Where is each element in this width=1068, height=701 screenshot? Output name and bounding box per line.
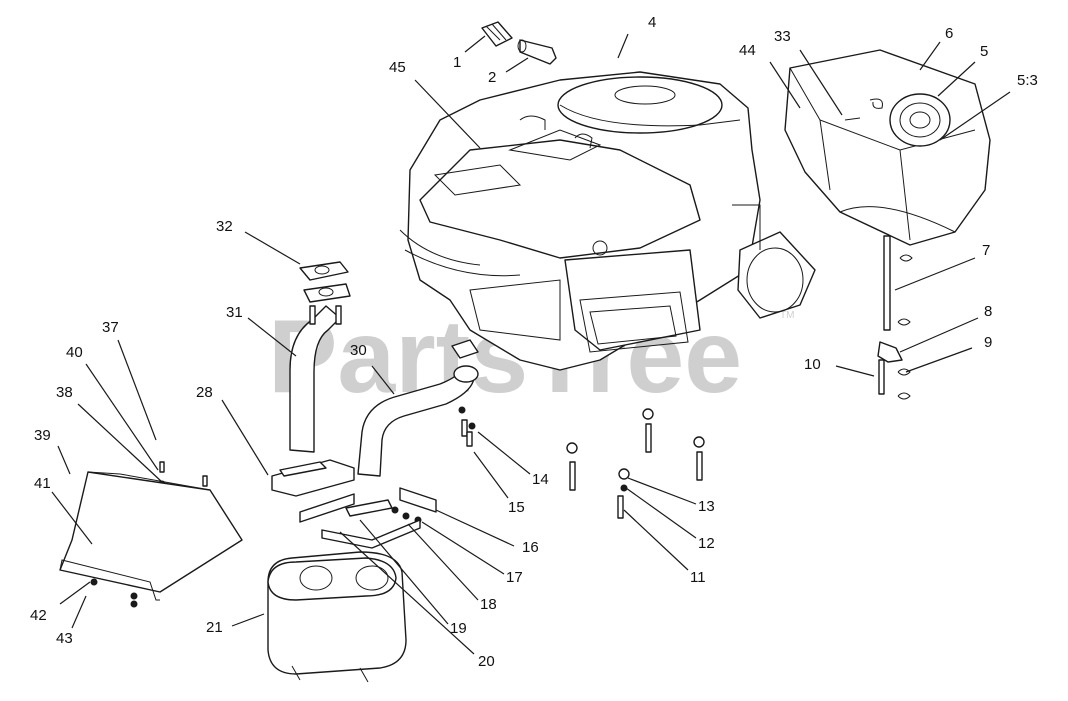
callout-32: 32	[216, 218, 233, 235]
callout-21: 21	[206, 619, 223, 636]
callout-33: 33	[774, 28, 791, 45]
callout-40: 40	[66, 344, 83, 361]
fuel-tank[interactable]	[784, 49, 991, 246]
callout-5-3: 5:3	[1017, 72, 1038, 89]
muffler-bracket-16[interactable]	[321, 487, 437, 549]
callout-7: 7	[982, 242, 990, 259]
hose-clamps-9[interactable]	[897, 254, 913, 400]
callout-5: 5	[980, 43, 988, 60]
muffler-bracket-28[interactable]	[271, 459, 355, 523]
heat-shield-39[interactable]	[59, 471, 243, 601]
callout-6: 6	[945, 25, 953, 42]
callout-9: 9	[984, 334, 992, 351]
bolts[interactable]	[95, 305, 703, 557]
callout-19: 19	[450, 620, 467, 637]
fitting-2[interactable]	[517, 39, 557, 65]
callout-14: 14	[532, 471, 549, 488]
fuel-line-10[interactable]	[878, 359, 885, 395]
callout-30: 30	[350, 342, 367, 359]
callout-45: 45	[389, 59, 406, 76]
callout-4: 4	[648, 14, 656, 31]
leader-lines	[51, 33, 1011, 655]
callout-16: 16	[522, 539, 539, 556]
callout-38: 38	[56, 384, 73, 401]
gasket-32[interactable]	[299, 261, 351, 303]
callout-10: 10	[804, 356, 821, 373]
callout-2: 2	[488, 69, 496, 86]
callout-39: 39	[34, 427, 51, 444]
fuel-filter-8[interactable]	[877, 341, 903, 363]
callout-37: 37	[102, 319, 119, 336]
callout-42: 42	[30, 607, 47, 624]
fitting-1[interactable]	[481, 21, 513, 47]
callout-17: 17	[506, 569, 523, 586]
callout-28: 28	[196, 384, 213, 401]
callout-11: 11	[690, 569, 706, 586]
callout-20: 20	[478, 653, 495, 670]
callout-8: 8	[984, 303, 992, 320]
watermark-tm: TM	[780, 310, 794, 321]
callout-1: 1	[453, 54, 461, 71]
callout-41: 41	[34, 475, 51, 492]
callout-43: 43	[56, 630, 73, 647]
callout-13: 13	[698, 498, 715, 515]
engine[interactable]	[399, 71, 816, 371]
exhaust-pipe-30[interactable]	[357, 339, 479, 477]
muffler-21[interactable]	[267, 551, 407, 683]
callout-labels: 1 2 4 45 44 33 6 5 5:3 7 8 9 10 32 31 30…	[30, 14, 1038, 670]
fuel-line-7[interactable]	[883, 235, 891, 331]
callout-15: 15	[508, 499, 525, 516]
nuts-and-washers[interactable]	[90, 406, 705, 608]
callout-18: 18	[480, 596, 497, 613]
callout-31: 31	[226, 304, 243, 321]
callout-12: 12	[698, 535, 715, 552]
callout-44: 44	[739, 42, 756, 59]
